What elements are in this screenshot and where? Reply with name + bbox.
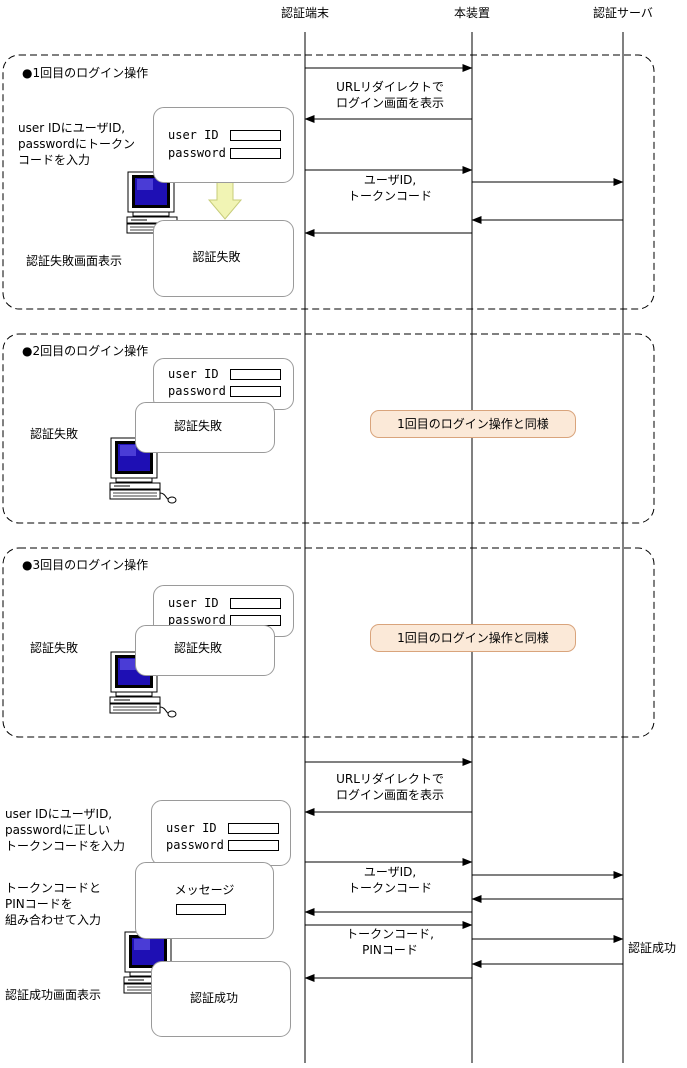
note-label: トークンコードと xyxy=(5,881,102,895)
user-id-label: user ID xyxy=(166,821,217,835)
section-frame-3 xyxy=(2,547,655,738)
password-field[interactable] xyxy=(230,148,281,159)
password-label: password xyxy=(168,613,226,627)
auth-success-label: 認証成功 xyxy=(189,991,238,1005)
note-label: トークンコードを入力 xyxy=(5,839,126,853)
section-frame-1 xyxy=(2,54,655,310)
user-id-label: user ID xyxy=(168,367,219,381)
password-label: password xyxy=(168,384,226,398)
auth-success-screen: 認証成功 xyxy=(151,961,291,1037)
message-label: トークンコード xyxy=(347,189,432,203)
user-id-label: user ID xyxy=(168,128,219,142)
same-as-first-callout: 1回目のログイン操作と同様 xyxy=(370,410,576,438)
lane-header-server: 認証サーバ xyxy=(593,6,653,20)
message-label: トークンコード, xyxy=(346,927,434,941)
section-title-1: ●1回目のログイン操作 xyxy=(22,66,149,80)
note-label: 認証失敗画面表示 xyxy=(26,254,123,268)
lane-header-terminal: 認証端末 xyxy=(280,6,329,20)
login-screen: user ID password xyxy=(153,358,294,410)
message-label: URLリダイレクトで xyxy=(336,772,444,786)
auth-fail-screen: 認証失敗 xyxy=(135,625,275,676)
note-label: passwordにトークン xyxy=(18,137,135,151)
login-screen: user ID password xyxy=(151,800,291,866)
note-label: コードを入力 xyxy=(18,153,91,167)
message-screen: メッセージ xyxy=(135,862,274,939)
user-id-field[interactable] xyxy=(230,130,281,141)
note-label: 組み合わせて入力 xyxy=(5,913,102,927)
message-label: トークンコード xyxy=(347,881,432,895)
note-label: user IDにユーザID, xyxy=(5,807,113,821)
user-id-label: user ID xyxy=(168,596,219,610)
note-label: user IDにユーザID, xyxy=(18,121,126,135)
auth-fail-label: 認証失敗 xyxy=(192,250,241,264)
section-title-2: ●2回目のログイン操作 xyxy=(22,344,149,358)
user-id-field[interactable] xyxy=(230,598,281,609)
password-field[interactable] xyxy=(228,840,279,851)
note-label: passwordに正しい xyxy=(5,823,110,837)
note-label: 認証成功画面表示 xyxy=(5,988,102,1002)
note-label: 認証失敗 xyxy=(30,427,79,441)
note-label: 認証失敗 xyxy=(30,641,79,655)
section-title-3: ●3回目のログイン操作 xyxy=(22,558,149,572)
message-label: ユーザID, xyxy=(363,173,417,187)
login-screen: user ID password xyxy=(153,107,294,183)
message-label: URLリダイレクトで xyxy=(336,80,444,94)
message-label: ログイン画面を表示 xyxy=(335,788,444,802)
section-frame-2 xyxy=(2,333,655,524)
password-label: password xyxy=(168,146,226,160)
auth-fail-screen: 認証失敗 xyxy=(135,402,275,453)
auth-fail-screen: 認証失敗 xyxy=(153,220,294,297)
auth-fail-label: 認証失敗 xyxy=(173,419,222,433)
auth-fail-label: 認証失敗 xyxy=(173,641,222,655)
message-label: メッセージ xyxy=(174,883,235,897)
message-label: ユーザID, xyxy=(363,865,417,879)
password-field[interactable] xyxy=(230,386,281,397)
down-arrow-icon xyxy=(207,181,243,220)
user-id-field[interactable] xyxy=(230,369,281,380)
lane-header-device: 本装置 xyxy=(453,6,490,20)
message-label: PINコード xyxy=(362,943,418,957)
message-input-field[interactable] xyxy=(176,904,226,915)
message-label: ログイン画面を表示 xyxy=(335,96,444,110)
password-label: password xyxy=(166,838,224,852)
user-id-field[interactable] xyxy=(228,823,279,834)
same-as-first-callout: 1回目のログイン操作と同様 xyxy=(370,624,576,652)
auth-success-note: 認証成功 xyxy=(628,941,677,955)
note-label: PINコードを xyxy=(5,897,73,911)
